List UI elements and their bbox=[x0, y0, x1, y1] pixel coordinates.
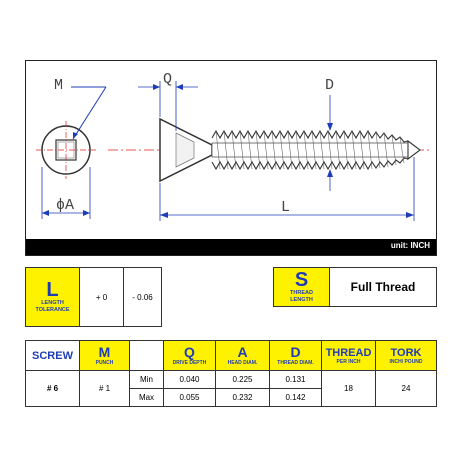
head-end-view bbox=[36, 121, 96, 179]
table-row: Max 0.055 0.232 0.142 bbox=[26, 388, 437, 407]
length-tolerance-header: L LENGTH TOLERANCE bbox=[25, 267, 80, 327]
thread-per-inch-value: 18 bbox=[321, 370, 376, 407]
m-header: M PUNCH bbox=[79, 340, 130, 371]
a-min: 0.225 bbox=[215, 370, 270, 389]
screw-head bbox=[159, 117, 213, 183]
a-header: A HEAD DIAM. bbox=[215, 340, 270, 371]
d-max: 0.142 bbox=[269, 388, 322, 407]
q-header: Q DRIVE DEPTH bbox=[163, 340, 216, 371]
thread-letter: S bbox=[294, 269, 309, 291]
row-label-min: Min bbox=[129, 370, 164, 389]
thread-header: THREAD PER INCH bbox=[321, 340, 376, 371]
row-label-max: Max bbox=[129, 388, 164, 407]
screw-drawing-svg: M ϕA bbox=[36, 71, 431, 221]
tork-value: 24 bbox=[375, 370, 437, 407]
d-min: 0.131 bbox=[269, 370, 322, 389]
screw-shank bbox=[211, 129, 421, 171]
unit-label: unit: INCH bbox=[390, 241, 430, 250]
table-row: # 6 # 1 Min 0.040 0.225 0.131 18 24 bbox=[25, 370, 437, 407]
thread-length-table: S THREAD LENGTH Full Thread bbox=[273, 267, 437, 307]
screw-size: # 6 bbox=[25, 370, 80, 407]
label-m: M bbox=[54, 77, 63, 94]
technical-drawing: M ϕA bbox=[25, 60, 437, 256]
thread-length-header: S THREAD LENGTH bbox=[273, 267, 330, 307]
m-value: # 1 bbox=[79, 370, 130, 407]
unit-bar: unit: INCH bbox=[26, 239, 436, 255]
thread-length-value: Full Thread bbox=[329, 267, 437, 307]
screw-header: SCREW bbox=[25, 340, 80, 371]
q-max: 0.055 bbox=[163, 388, 216, 407]
d-header: D THREAD DIAM. bbox=[269, 340, 322, 371]
label-a: ϕA bbox=[56, 197, 74, 214]
label-q: Q bbox=[163, 71, 172, 88]
tolerance-plus: + 0 bbox=[79, 267, 124, 327]
q-min: 0.040 bbox=[163, 370, 216, 389]
length-letter: L bbox=[46, 279, 59, 301]
label-d: D bbox=[325, 77, 334, 94]
a-max: 0.232 bbox=[215, 388, 270, 407]
label-l: L bbox=[281, 199, 290, 216]
spec-table: SCREW M PUNCH Q DRIVE DEPTH A HEAD DIAM.… bbox=[25, 340, 437, 407]
tork-header: TORK INCH/ POUND bbox=[375, 340, 437, 371]
length-tolerance-table: L LENGTH TOLERANCE + 0 - 0.06 bbox=[25, 267, 162, 327]
blank-header bbox=[129, 340, 164, 371]
tolerance-minus: - 0.06 bbox=[123, 267, 162, 327]
